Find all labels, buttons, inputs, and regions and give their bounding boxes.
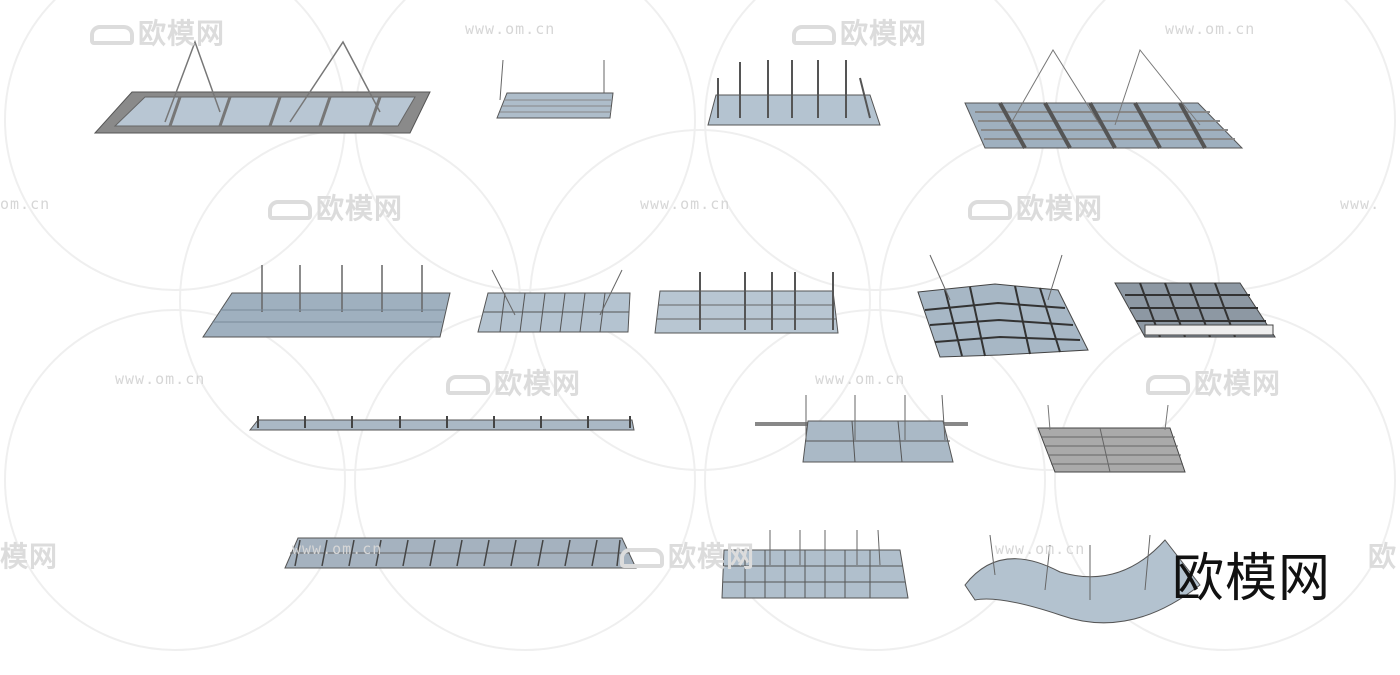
canopy-3 <box>707 60 881 126</box>
watermark-url: www.om.cn <box>465 20 556 38</box>
watermark-url-partial: www. <box>1340 195 1381 213</box>
watermark-url: www.om.cn <box>640 195 731 213</box>
canopy-4 <box>964 48 1244 149</box>
canopy-1 <box>93 39 431 134</box>
canopy-9 <box>1114 282 1276 338</box>
canopy-13 <box>284 537 637 569</box>
watermark-logo: 欧模网 <box>90 12 225 52</box>
canopy-7 <box>654 272 839 334</box>
watermark-logo-partial: 欧 <box>1368 540 1398 573</box>
watermark-url: www.om.cn <box>995 540 1086 558</box>
canopy-11 <box>755 394 968 463</box>
watermark-logo: 欧模网 <box>968 187 1103 227</box>
watermark-url: www.om.cn <box>292 540 383 558</box>
canopy-2 <box>496 59 614 119</box>
canopy-5 <box>202 265 451 338</box>
canopy-10 <box>248 416 635 431</box>
watermark-logo: 欧模网 <box>1146 362 1281 402</box>
brand-logo-text: 欧模网 <box>1172 549 1332 609</box>
watermark-logo: 欧模网 <box>268 187 403 227</box>
canopy-6 <box>477 269 631 333</box>
watermark-logo: 欧模网 <box>792 12 927 52</box>
watermark-url-partial: om.cn <box>0 195 51 213</box>
canopy-14 <box>721 529 909 599</box>
watermark-url: www.om.cn <box>815 370 906 388</box>
watermark-url: www.om.cn <box>115 370 206 388</box>
watermark-logo: 欧模网 <box>446 362 581 402</box>
canopy-15 <box>964 534 1201 624</box>
canopy-12 <box>1037 404 1186 473</box>
watermark-logo: 欧模网 <box>620 535 755 575</box>
watermark-logo-partial: 模网 <box>0 540 59 573</box>
watermark-url: www.om.cn <box>1165 20 1256 38</box>
canopy-8 <box>917 254 1089 358</box>
